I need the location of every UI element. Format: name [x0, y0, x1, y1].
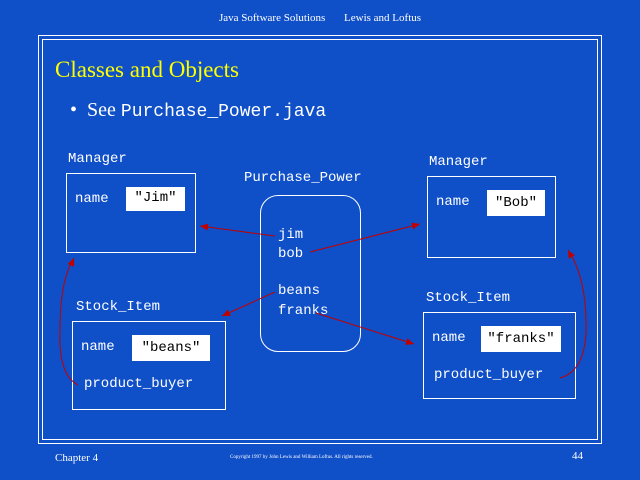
arrow-stock-left-buyer-to-manager-left — [59, 257, 79, 386]
arrow-jim-to-manager-left-head — [200, 223, 209, 231]
manager-left-object — [66, 173, 196, 253]
arrow-franks-to-stock-right — [315, 312, 415, 345]
manager-right-object — [427, 176, 556, 258]
stock-left-class-label: Stock_Item — [76, 299, 161, 315]
footer-page-number: 44 — [572, 450, 583, 462]
stock-left-field-label: name — [81, 339, 115, 355]
slide-frame-outer — [38, 35, 602, 444]
bullet-text: See — [87, 99, 116, 121]
ref-franks: franks — [278, 303, 329, 319]
manager-left-name-value: "Jim" — [126, 187, 185, 211]
bullet-filename: Purchase_Power.java — [120, 102, 327, 122]
slide-title: Classes and Objects — [55, 57, 239, 82]
footer-copyright: Copyright 1997 by John Lewis and William… — [230, 455, 373, 460]
manager-left-class-label: Manager — [68, 151, 127, 167]
stock-right-field-label: name — [432, 330, 466, 346]
footer-chapter: Chapter 4 — [55, 452, 99, 464]
arrow-stock-left-buyer-to-manager-left-head — [67, 258, 75, 267]
ref-beans: beans — [278, 283, 321, 299]
slide-header: Java Software Solutions Lewis and Loftus — [0, 12, 640, 24]
arrow-bob-to-manager-right-head — [411, 222, 420, 230]
stock-right-class-label: Stock_Item — [426, 290, 511, 306]
manager-right-class-label: Manager — [429, 154, 488, 170]
bullet-icon: • — [70, 99, 78, 121]
ref-bob: bob — [278, 246, 304, 262]
stock-left-name-value: "beans" — [132, 335, 210, 361]
slide-frame-inner — [42, 39, 598, 440]
purchase-power-class-label: Purchase_Power — [244, 170, 362, 186]
authors: Lewis and Loftus — [344, 12, 422, 24]
bullet-item: • See Purchase_Power.java — [70, 99, 326, 122]
purchase-power-object — [260, 195, 361, 352]
arrow-franks-to-stock-right-head — [405, 338, 414, 345]
book-title: Java Software Solutions — [218, 12, 326, 24]
arrow-beans-to-stock-left — [221, 291, 276, 317]
stock-left-object — [72, 321, 226, 410]
arrow-bob-to-manager-right — [309, 223, 421, 253]
manager-left-field-label: name — [75, 191, 109, 207]
arrow-beans-to-stock-left-head — [222, 309, 231, 316]
stock-right-buyer-label: product_buyer — [434, 367, 544, 383]
manager-right-field-label: name — [436, 194, 470, 210]
arrow-stock-right-buyer-to-manager-right-head — [568, 250, 575, 259]
arrow-jim-to-manager-left — [199, 225, 276, 237]
stock-right-object — [423, 312, 576, 399]
stock-left-buyer-label: product_buyer — [84, 376, 194, 392]
ref-jim: jim — [278, 227, 304, 243]
stock-right-name-value: "franks" — [481, 326, 561, 352]
manager-right-name-value: "Bob" — [487, 190, 545, 216]
arrow-stock-right-buyer-to-manager-right — [559, 249, 587, 379]
